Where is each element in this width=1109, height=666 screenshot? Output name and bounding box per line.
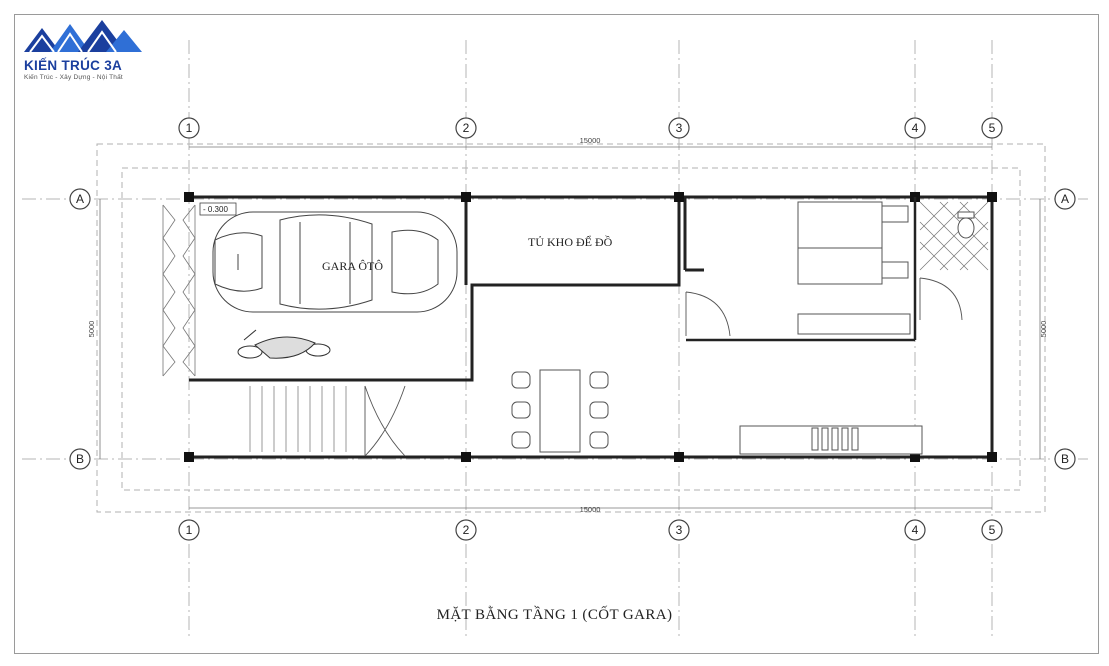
level-tag: - 0.300	[203, 205, 228, 214]
brand-tagline: Kiến Trúc - Xây Dựng - Nội Thất	[24, 74, 123, 81]
grid-label-top-2: 2	[463, 121, 470, 135]
drawing-title: MẶT BẰNG TẦNG 1 (CỐT GARA)	[436, 607, 673, 623]
drawing-frame	[14, 14, 1099, 654]
grid-label-top-3: 3	[676, 121, 683, 135]
motorbike-icon	[237, 329, 331, 359]
dimension-bottom: 15000	[580, 505, 601, 514]
bathroom-tiles	[919, 201, 989, 271]
grid-label-bottom-3: 3	[676, 523, 683, 537]
grid-label-right-a: A	[1061, 192, 1069, 206]
dining-table-icon	[511, 369, 609, 453]
dimension-top: 15000	[580, 136, 601, 145]
car-icon	[212, 211, 458, 313]
grid-label-bottom-5: 5	[989, 523, 996, 537]
dimension-left: 5000	[87, 321, 96, 338]
grid-label-top-4: 4	[912, 121, 919, 135]
grid-label-bottom-4: 4	[912, 523, 919, 537]
kitchen-counter-icon	[739, 425, 923, 455]
grid-label-right-b: B	[1061, 452, 1069, 466]
dimension-right: 5000	[1039, 321, 1048, 338]
bed-icon	[797, 201, 911, 335]
grid-label-top-1: 1	[186, 121, 193, 135]
toilet-icon	[957, 211, 975, 239]
grid-label-top-5: 5	[989, 121, 996, 135]
room-label-storage: TỦ KHO ĐỂ ĐỒ	[528, 234, 613, 249]
grid-label-left-a: A	[76, 192, 84, 206]
room-label-garage: GARA ÔTÔ	[322, 259, 383, 273]
grid-label-bottom-1: 1	[186, 523, 193, 537]
grid-label-left-b: B	[76, 452, 84, 466]
brand-name: KIẾN TRÚC 3A	[24, 58, 123, 73]
grid-label-bottom-2: 2	[463, 523, 470, 537]
mountain-peaks-logo-icon	[24, 20, 142, 53]
